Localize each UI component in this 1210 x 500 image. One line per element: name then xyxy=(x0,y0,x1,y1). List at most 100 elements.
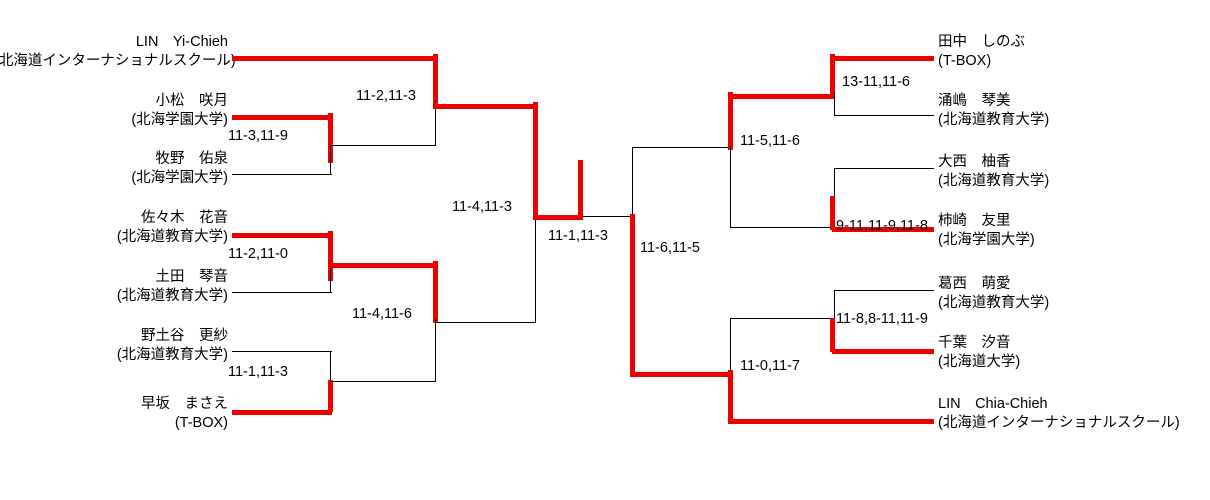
match-line-final-left-black xyxy=(580,216,634,218)
score-final: 11-6,11-5 xyxy=(640,240,700,256)
match-line-left-seed3 xyxy=(232,174,332,176)
player-label-right-6: 千葉 汐音 (北海道大学) xyxy=(938,334,1020,372)
score-left-r2-top: 11-2,11-3 xyxy=(356,88,416,104)
player-affiliation: (北海道教育大学) xyxy=(938,295,1050,311)
match-line-right-seed5 xyxy=(834,290,934,292)
match-join-right-r1-top-red xyxy=(830,54,835,98)
player-label-left-5: 土田 琴音 (北海道教育大学) xyxy=(0,268,228,306)
player-name: 葛西 萌愛 xyxy=(938,276,1011,292)
match-line-right-r2-top-lower xyxy=(730,227,834,229)
match-line-left-semifinal-lower xyxy=(435,322,535,324)
match-join-left-r2-top-red xyxy=(433,54,438,108)
player-name: 野土谷 更紗 xyxy=(141,328,228,344)
player-name: LIN Yi-Chieh xyxy=(135,34,228,50)
score-right-r1-top: 13-11,11-6 xyxy=(842,74,910,90)
player-label-left-7: 早坂 まさえ (T-BOX) xyxy=(0,395,228,433)
match-line-right-r2-top-upper xyxy=(728,94,834,99)
match-join-right-r1-top-black xyxy=(834,92,836,116)
player-affiliation: (北海道大学) xyxy=(938,354,1021,370)
match-line-left-r2-top-lower xyxy=(330,145,436,147)
player-name: 小松 咲月 xyxy=(155,93,229,109)
match-join-left-semifinal-black xyxy=(535,215,537,323)
match-line-left-seed7 xyxy=(232,410,332,415)
match-line-right-seed7 xyxy=(728,419,934,424)
score-right-r1-upmid: 9-11,11-9,11-8 xyxy=(836,218,928,234)
player-name: 早坂 まさえ xyxy=(141,396,228,412)
match-join-left-r1-top-red xyxy=(328,113,333,163)
player-affiliation: (北海道教育大学) xyxy=(116,347,228,363)
player-affiliation: (北海学園大学) xyxy=(938,232,1035,248)
match-line-left-seed4 xyxy=(232,233,332,238)
match-line-left-seed1 xyxy=(232,56,438,61)
match-join-left-r1-top-black xyxy=(330,145,332,175)
score-right-r1-bottom: 11-8,8-11,11-9 xyxy=(836,311,928,327)
match-line-right-seed4 xyxy=(832,227,934,232)
player-affiliation: (北海道インターナショナルスクール) xyxy=(0,53,236,69)
score-left-r1-top: 11-3,11-9 xyxy=(228,128,288,144)
player-label-right-7: LIN Chia-Chieh (北海道インターナショナルスクール) xyxy=(938,395,1180,433)
player-name: 柿崎 友里 xyxy=(938,213,1011,229)
player-name: LIN Chia-Chieh xyxy=(938,396,1048,412)
player-name: 佐々木 花音 xyxy=(141,210,228,226)
score-final-left-side: 11-1,11-3 xyxy=(548,228,608,244)
match-line-left-seed6 xyxy=(232,351,332,353)
player-label-left-3: 牧野 佑泉 (北海学園大学) xyxy=(0,150,228,188)
match-join-right-r2-top-red xyxy=(728,92,733,150)
player-label-right-2: 涌嶋 琴美 (北海道教育大学) xyxy=(938,92,1049,130)
match-join-left-r1-bot-red xyxy=(328,380,333,412)
player-label-left-2: 小松 咲月 (北海学園大学) xyxy=(0,92,228,130)
match-join-right-r1-bot-black xyxy=(834,290,836,320)
match-join-right-r2-bottom-black xyxy=(730,318,732,374)
match-join-final-black xyxy=(632,147,634,217)
match-line-right-seed3 xyxy=(834,168,934,170)
match-join-right-r2-top-black xyxy=(730,146,732,228)
match-join-left-r2-bottom-red xyxy=(433,261,438,323)
match-line-right-r2-bottom-upper xyxy=(730,318,834,320)
match-line-final-right-upper xyxy=(632,147,730,149)
score-right-r2-top: 11-5,11-6 xyxy=(740,133,800,149)
player-name: 涌嶋 琴美 xyxy=(938,93,1011,109)
match-join-right-r1-upmid-black xyxy=(834,168,836,200)
score-left-r1-mid: 11-2,11-0 xyxy=(228,246,288,262)
player-label-right-5: 葛西 萌愛 (北海道教育大学) xyxy=(938,275,1049,313)
player-label-left-1: LIN Yi-Chieh (北海道インターナショナルスクール) xyxy=(0,33,236,71)
match-line-final-right-lower xyxy=(630,372,732,377)
score-left-semifinal: 11-4,11-3 xyxy=(452,199,512,215)
player-affiliation: (北海道教育大学) xyxy=(116,288,228,304)
match-join-left-semifinal-red xyxy=(533,102,538,218)
player-affiliation: (T-BOX) xyxy=(938,53,992,69)
match-join-left-r1-mid-red xyxy=(328,231,333,281)
player-label-left-4: 佐々木 花音 (北海道教育大学) xyxy=(0,209,228,247)
match-join-left-r1-mid-black xyxy=(330,263,332,293)
match-line-left-seed5 xyxy=(232,292,332,294)
match-line-left-r2-bottom-upper xyxy=(330,263,436,268)
player-label-right-1: 田中 しのぶ (T-BOX) xyxy=(938,33,1025,71)
player-affiliation: (北海道教育大学) xyxy=(938,112,1050,128)
score-left-r2-bottom: 11-4,11-6 xyxy=(352,306,412,322)
match-join-left-r1-bot-black xyxy=(330,351,332,383)
player-affiliation: (北海学園大学) xyxy=(131,170,228,186)
player-affiliation: (北海学園大学) xyxy=(131,112,228,128)
match-join-final-red xyxy=(630,214,635,376)
match-line-right-seed6 xyxy=(832,349,934,354)
player-label-right-4: 柿崎 友里 (北海学園大学) xyxy=(938,212,1035,250)
match-join-right-r1-upmid-red xyxy=(830,196,835,230)
player-label-left-6: 野土谷 更紗 (北海道教育大学) xyxy=(0,327,228,365)
champion-stub xyxy=(578,160,583,218)
match-line-right-seed1 xyxy=(832,56,934,61)
match-line-left-semifinal-upper xyxy=(433,104,535,109)
match-join-right-r2-bottom-red xyxy=(728,370,733,422)
score-right-semifinal: 11-0,11-7 xyxy=(740,358,800,374)
player-affiliation: (北海道インターナショナルスクール) xyxy=(938,415,1180,431)
player-name: 土田 琴音 xyxy=(155,269,229,285)
player-name: 大西 柚香 xyxy=(938,154,1011,170)
player-affiliation: (北海道教育大学) xyxy=(938,173,1050,189)
player-affiliation: (T-BOX) xyxy=(174,415,228,431)
match-line-left-seed2 xyxy=(232,115,332,120)
player-name: 田中 しのぶ xyxy=(938,34,1025,50)
match-join-right-r1-bot-red xyxy=(830,318,835,352)
player-label-right-3: 大西 柚香 (北海道教育大学) xyxy=(938,153,1049,191)
match-join-left-r2-bottom-black xyxy=(435,318,437,382)
match-line-final-left-red xyxy=(533,215,583,220)
